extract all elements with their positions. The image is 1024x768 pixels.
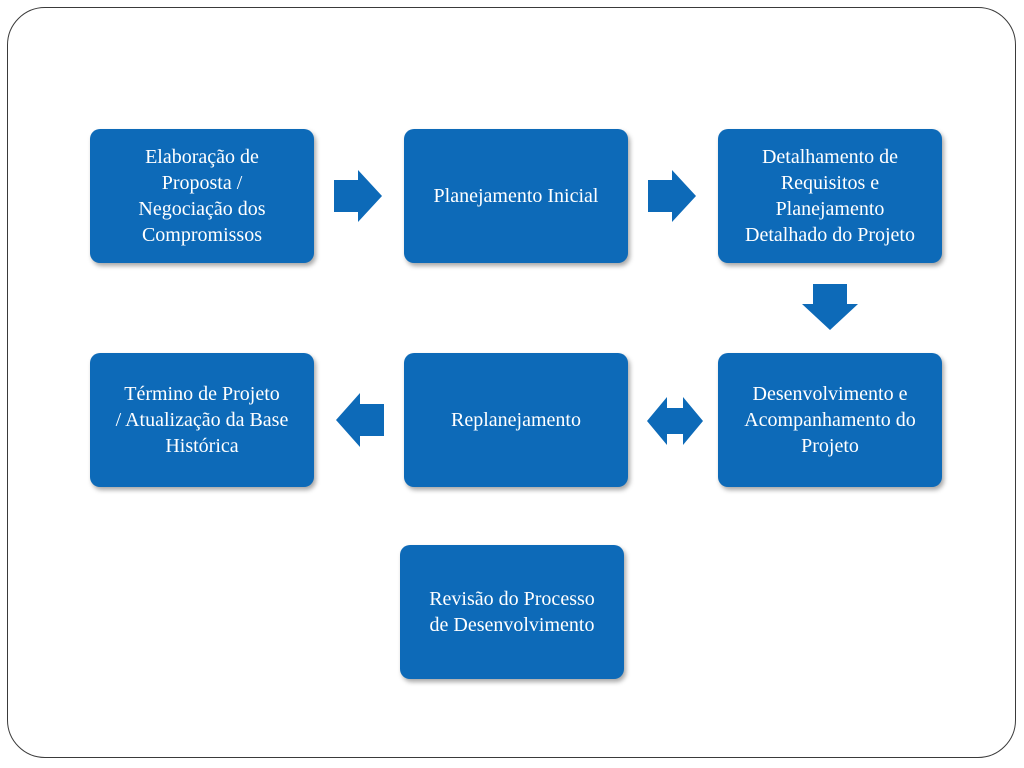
box-elaboracao-proposta: Elaboração de Proposta / Negociação dos … — [90, 129, 314, 263]
box-replanejamento: Replanejamento — [404, 353, 628, 487]
box-termino-projeto: Término de Projeto / Atualização da Base… — [90, 353, 314, 487]
arrow-right-icon — [648, 170, 696, 222]
box-label: Elaboração de Proposta / Negociação dos … — [138, 146, 266, 246]
box-revisao-processo: Revisão do Processo de Desenvolvimento — [400, 545, 624, 679]
box-label: Desenvolvimento e Acompanhamento do Proj… — [744, 383, 916, 457]
box-label: Planejamento Inicial — [433, 185, 599, 207]
box-desenvolvimento-acompanhamento: Desenvolvimento e Acompanhamento do Proj… — [718, 353, 942, 487]
box-label: Revisão do Processo de Desenvolvimento — [429, 588, 595, 636]
box-detalhamento-requisitos: Detalhamento de Requisitos e Planejament… — [718, 129, 942, 263]
box-label: Término de Projeto / Atualização da Base… — [115, 383, 289, 457]
box-planejamento-inicial: Planejamento Inicial — [404, 129, 628, 263]
arrow-down-icon — [802, 284, 858, 330]
arrow-left-icon — [336, 393, 384, 447]
box-label: Replanejamento — [451, 409, 581, 431]
arrow-right-icon — [334, 170, 382, 222]
box-label: Detalhamento de Requisitos e Planejament… — [745, 146, 915, 246]
arrow-left-right-icon — [647, 397, 703, 445]
